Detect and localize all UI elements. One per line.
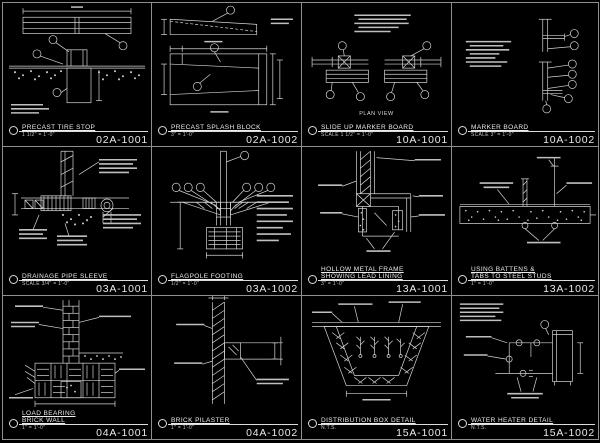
title-rule: [318, 131, 448, 132]
detail-number: 03A-1002: [246, 283, 298, 295]
panel-precast-splash-block: PRECAST SPLASH BLOCK 3" = 1'-0" 02A-1002: [152, 3, 302, 147]
detail-number: 04A-1001: [96, 427, 148, 439]
drawing-drainage-pipe-sleeve: [12, 150, 141, 246]
panel-flagpole-footing: FLAGPOLE FOOTING 1/2" = 1'-0" 03A-1002: [152, 147, 302, 296]
detail-number: 15A-1001: [396, 427, 448, 439]
detail-bubble-icon: [308, 419, 317, 428]
detail-bubble-icon: [458, 126, 467, 135]
detail-scale: SCALE 3" = 1'-0": [471, 132, 514, 138]
title-block: DISTRIBUTION BOX DETAIL N.T.S. 15A-1001: [308, 410, 448, 439]
detail-title: DISTRIBUTION BOX DETAIL: [321, 417, 416, 424]
title-block: PRECAST TIRE STOP 1 1/2" = 1'-0" 02A-100…: [9, 117, 148, 146]
detail-scale: 1" = 1'-0": [22, 425, 46, 431]
drawing-brick-pilaster: [174, 296, 289, 404]
drawing-distribution-box-detail: [312, 301, 441, 401]
title-rule: [468, 131, 595, 132]
drawing-water-heater-detail: [459, 303, 584, 399]
title-rule: [468, 280, 595, 281]
detail-number: 10A-1001: [396, 134, 448, 146]
plan-view-caption: PLAN VIEW: [359, 111, 394, 117]
panel-drainage-pipe-sleeve: DRAINAGE PIPE SLEEVE SCALE 3/4" = 1'-0" …: [3, 147, 152, 296]
detail-number: 10A-1002: [543, 134, 595, 146]
detail-number: 03A-1001: [96, 283, 148, 295]
detail-number: 15A-1002: [543, 427, 595, 439]
detail-scale: 3" = 1'-0": [171, 132, 195, 138]
drawing-battens-tabs-steel-studs: [459, 156, 597, 244]
detail-scale: SCALE 3/4" = 1'-0": [22, 281, 70, 287]
detail-title: PRECAST TIRE STOP: [22, 124, 96, 131]
detail-scale: 1" = 1'-0": [171, 425, 195, 431]
detail-number: 13A-1001: [396, 283, 448, 295]
title-rule: [318, 424, 448, 425]
panel-water-heater-detail: WATER HEATER DETAIL N.T.S. 15A-1002: [452, 296, 599, 440]
detail-title: WATER HEATER DETAIL: [471, 417, 554, 424]
drawing-flagpole-footing: [170, 150, 293, 259]
detail-number: 02A-1001: [96, 134, 148, 146]
panel-distribution-box-detail: DISTRIBUTION BOX DETAIL N.T.S. 15A-1001: [302, 296, 452, 440]
detail-bubble-icon: [9, 419, 18, 428]
detail-bubble-icon: [308, 275, 317, 284]
title-block: MARKER BOARD SCALE 3" = 1'-0" 10A-1002: [458, 117, 595, 146]
title-block: DRAINAGE PIPE SLEEVE SCALE 3/4" = 1'-0" …: [9, 266, 148, 295]
detail-bubble-icon: [9, 275, 18, 284]
title-block: BRICK PILASTER 1" = 1'-0" 04A-1002: [158, 410, 298, 439]
title-block: SLIDE UP MARKER BOARD SCALE 1 1/2" = 1'-…: [308, 117, 448, 146]
panel-marker-board: MARKER BOARD SCALE 3" = 1'-0" 10A-1002: [452, 3, 599, 147]
detail-scale: 1" = 1'-0": [471, 281, 495, 287]
panel-precast-tire-stop: PRECAST TIRE STOP 1 1/2" = 1'-0" 02A-100…: [3, 3, 152, 147]
detail-title: DRAINAGE PIPE SLEEVE: [22, 273, 108, 280]
detail-bubble-icon: [158, 419, 167, 428]
detail-number: 13A-1002: [543, 283, 595, 295]
detail-bubble-icon: [308, 126, 317, 135]
detail-bubble-icon: [458, 419, 467, 428]
detail-bubble-icon: [158, 275, 167, 284]
detail-title: MARKER BOARD: [471, 124, 529, 131]
detail-scale: SCALE 1 1/2" = 1'-0": [321, 132, 374, 138]
detail-bubble-icon: [458, 275, 467, 284]
detail-scale: 1/2" = 1'-0": [171, 281, 199, 287]
detail-title: PRECAST SPLASH BLOCK: [171, 124, 261, 131]
drawing-slide-up-marker-board: [311, 14, 442, 102]
drawing-precast-splash-block: [161, 5, 293, 113]
drawing-marker-board: [465, 18, 579, 114]
drawing-load-bearing-brick-wall: [9, 300, 145, 407]
drawing-precast-tire-stop: [9, 6, 145, 114]
title-rule: [168, 131, 298, 132]
detail-number: 02A-1002: [246, 134, 298, 146]
detail-bubble-icon: [9, 126, 18, 135]
detail-title: BRICK PILASTER: [171, 417, 230, 424]
detail-scale: 1 1/2" = 1'-0": [22, 132, 55, 138]
panel-brick-pilaster: BRICK PILASTER 1" = 1'-0" 04A-1002: [152, 296, 302, 440]
detail-title: USING BATTENS &TABS TO STEEL STUDS: [471, 266, 552, 280]
panel-battens-tabs-steel-studs: USING BATTENS &TABS TO STEEL STUDS 1" = …: [452, 147, 599, 296]
title-rule: [19, 280, 148, 281]
detail-title: FLAGPOLE FOOTING: [171, 273, 244, 280]
detail-title: SLIDE UP MARKER BOARD: [321, 124, 414, 131]
title-block: WATER HEATER DETAIL N.T.S. 15A-1002: [458, 410, 595, 439]
panel-slide-up-marker-board: PLAN VIEW SLIDE UP MARKER BOARD SCALE 1 …: [302, 3, 452, 147]
detail-scale: 3" = 1'-0": [321, 281, 345, 287]
title-rule: [168, 280, 298, 281]
detail-number: 04A-1002: [246, 427, 298, 439]
drawing-hollow-metal-frame: [318, 150, 445, 252]
title-block: PRECAST SPLASH BLOCK 3" = 1'-0" 02A-1002: [158, 117, 298, 146]
title-block: FLAGPOLE FOOTING 1/2" = 1'-0" 03A-1002: [158, 266, 298, 295]
detail-bubble-icon: [158, 126, 167, 135]
title-block: USING BATTENS &TABS TO STEEL STUDS 1" = …: [458, 266, 595, 295]
title-rule: [19, 131, 148, 132]
detail-scale: N.T.S.: [321, 425, 337, 431]
title-rule: [168, 424, 298, 425]
title-rule: [19, 424, 148, 425]
detail-scale: N.T.S.: [471, 425, 487, 431]
title-rule: [468, 424, 595, 425]
title-rule: [318, 280, 448, 281]
